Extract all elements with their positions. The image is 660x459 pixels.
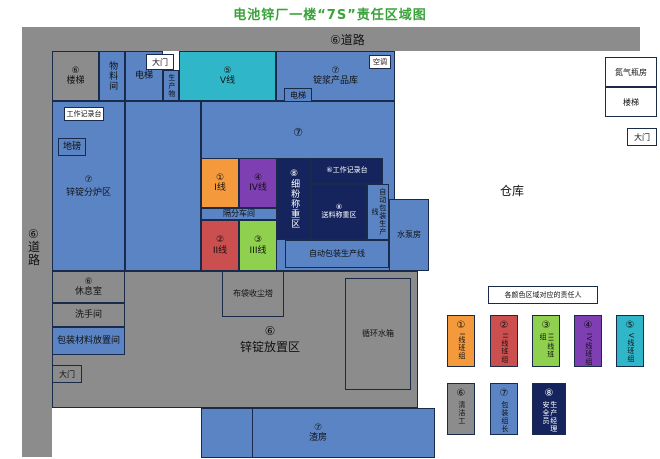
legend-item-7-num: ⑦ bbox=[499, 388, 509, 399]
stair-left: ⑥ 楼梯 bbox=[52, 51, 99, 101]
weigh-area: ⑧ 送料称重区 bbox=[311, 184, 367, 240]
auto-pack-line: 自动包装生产线 bbox=[285, 240, 389, 268]
v-line-label: V线 bbox=[219, 76, 236, 86]
legend-item-2: ② II线班组 bbox=[490, 315, 518, 367]
bottom-room-label: 渣房 bbox=[308, 433, 327, 443]
auto-pack-area-label: 自动包装生产线 bbox=[371, 188, 387, 236]
zinc-packing-num: ⑦ bbox=[84, 174, 93, 185]
legend-item-8: ⑧ 生产经理安全员 bbox=[532, 383, 566, 435]
warehouse-label: 仓库 bbox=[500, 184, 525, 198]
toilet: 地磅 bbox=[58, 138, 86, 156]
legend-item-5-label: V线班组 bbox=[626, 333, 635, 363]
tool-room: 工作记录台 bbox=[64, 107, 104, 121]
material-room: 物料间 bbox=[99, 51, 125, 101]
line-3-num: ③ bbox=[253, 235, 263, 246]
package-storage: 包装材料放置间 bbox=[52, 327, 125, 355]
gate-top[interactable]: 大门 bbox=[146, 54, 174, 70]
line-1-num: ① bbox=[215, 172, 225, 183]
stair-left-num: ⑥ bbox=[71, 65, 80, 76]
legend-item-3: ③ III线班组 bbox=[532, 315, 560, 367]
line-4-num: ④ bbox=[253, 172, 263, 183]
legend-item-1: ① I线班组 bbox=[447, 315, 475, 367]
weigh-area-label: 送料称重区 bbox=[321, 211, 357, 219]
powder-storage-label: 锭浆产品库 bbox=[312, 76, 358, 86]
legend-item-2-num: ② bbox=[499, 320, 509, 331]
legend-item-5-num: ⑤ bbox=[625, 320, 635, 331]
gate-right[interactable]: 大门 bbox=[627, 128, 657, 146]
zinc-packing-label: 锌锭分炉区 bbox=[65, 187, 111, 198]
road-left-label: ⑥道路 bbox=[28, 227, 42, 268]
gate-bottom[interactable]: 大门 bbox=[52, 365, 82, 383]
line-4[interactable]: ④ IV线 bbox=[239, 158, 277, 208]
zinc-packing-zone: ⑦ 锌锭分炉区 bbox=[52, 101, 125, 271]
road-top bbox=[22, 27, 640, 51]
rest-room-num: ⑥ bbox=[84, 276, 93, 287]
work-table: ⑥工作记录台 bbox=[311, 158, 383, 184]
v-line-zone: ⑤ V线 bbox=[179, 51, 276, 101]
legend-title: 各颜色区域对应的责任人 bbox=[488, 286, 598, 304]
water-pump: 水泵房 bbox=[389, 199, 429, 271]
legend-item-8-num: ⑧ bbox=[544, 388, 554, 399]
line-1-label: I线 bbox=[214, 183, 226, 193]
legend-item-5: ⑤ V线班组 bbox=[616, 315, 644, 367]
line-2[interactable]: ② II线 bbox=[201, 220, 239, 271]
rest-room: ⑥ 休息室 bbox=[52, 271, 125, 303]
line-1[interactable]: ① I线 bbox=[201, 158, 239, 208]
zinc-ingot-label: 锌锭放置区 bbox=[239, 340, 300, 354]
electric-room-2: 电梯 bbox=[284, 88, 312, 102]
legend-item-6-label: 清洁工 bbox=[457, 401, 466, 425]
weigh-area-num: ⑧ bbox=[335, 203, 343, 212]
line-3-label: III线 bbox=[249, 245, 267, 256]
bottom-room-num: ⑦ bbox=[313, 422, 323, 433]
legend-item-1-num: ① bbox=[456, 320, 466, 331]
legend-item-4: ④ IV线班组 bbox=[574, 315, 602, 367]
road-left bbox=[22, 27, 52, 457]
legend-item-6: ⑥ 清洁工 bbox=[447, 383, 475, 435]
legend-item-2-label: II线班组 bbox=[500, 333, 509, 364]
stair-right: 楼梯 bbox=[605, 87, 657, 117]
line-3[interactable]: ③ III线 bbox=[239, 220, 277, 271]
rest-room-label: 休息室 bbox=[74, 287, 102, 297]
line-2-label: II线 bbox=[212, 245, 228, 256]
v-line-num: ⑤ bbox=[223, 65, 232, 76]
exhaust-room: 氮气瓶房 bbox=[605, 57, 657, 87]
powder-storage-num: ⑦ bbox=[331, 65, 340, 76]
line-workshop: 隔分车间 bbox=[201, 208, 277, 220]
cooling-tank: 循环水箱 bbox=[345, 278, 411, 390]
line-2-num: ② bbox=[215, 235, 225, 246]
road-top-label: ⑥道路 bbox=[330, 33, 365, 47]
legend-item-4-num: ④ bbox=[583, 320, 593, 331]
line-4-label: IV线 bbox=[249, 183, 267, 193]
center-zone-label: ⑦ bbox=[293, 126, 303, 139]
legend-item-7-label: 包装组长 bbox=[500, 401, 509, 433]
legend-item-8-label: 生产经理安全员 bbox=[542, 401, 558, 433]
zinc-ingot-num: ⑥ bbox=[264, 324, 276, 338]
raw-material-label: 生产物 bbox=[167, 73, 176, 98]
air-valve: 空调 bbox=[369, 55, 391, 69]
auto-pack-area: 自动包装生产线 bbox=[367, 184, 389, 240]
stair-left-label: 楼梯 bbox=[66, 76, 85, 86]
left-corridor bbox=[125, 101, 201, 271]
legend-item-4-label: IV线班组 bbox=[584, 333, 593, 366]
fine-powder-num: ⑧ bbox=[289, 168, 299, 179]
dust-tower: 布袋收尘塔 bbox=[222, 271, 284, 317]
wash-room: 洗手间 bbox=[52, 303, 125, 327]
fine-powder-label: 细粉称重区 bbox=[289, 179, 300, 230]
material-room-label: 物料间 bbox=[107, 61, 118, 91]
legend-item-1-label: I线班组 bbox=[457, 333, 466, 361]
raw-material-room: 生产物 bbox=[163, 70, 179, 101]
fine-powder-zone: ⑧ 细粉称重区 bbox=[277, 158, 311, 240]
legend-item-3-num: ③ bbox=[541, 320, 551, 331]
bottom-room-left bbox=[201, 408, 253, 458]
legend-item-6-num: ⑥ bbox=[456, 388, 466, 399]
legend-item-7: ⑦ 包装组长 bbox=[490, 383, 518, 435]
legend-item-3-label: III线班组 bbox=[539, 333, 555, 359]
page-title: 电池锌厂一楼“7S”责任区域图 bbox=[233, 8, 427, 23]
